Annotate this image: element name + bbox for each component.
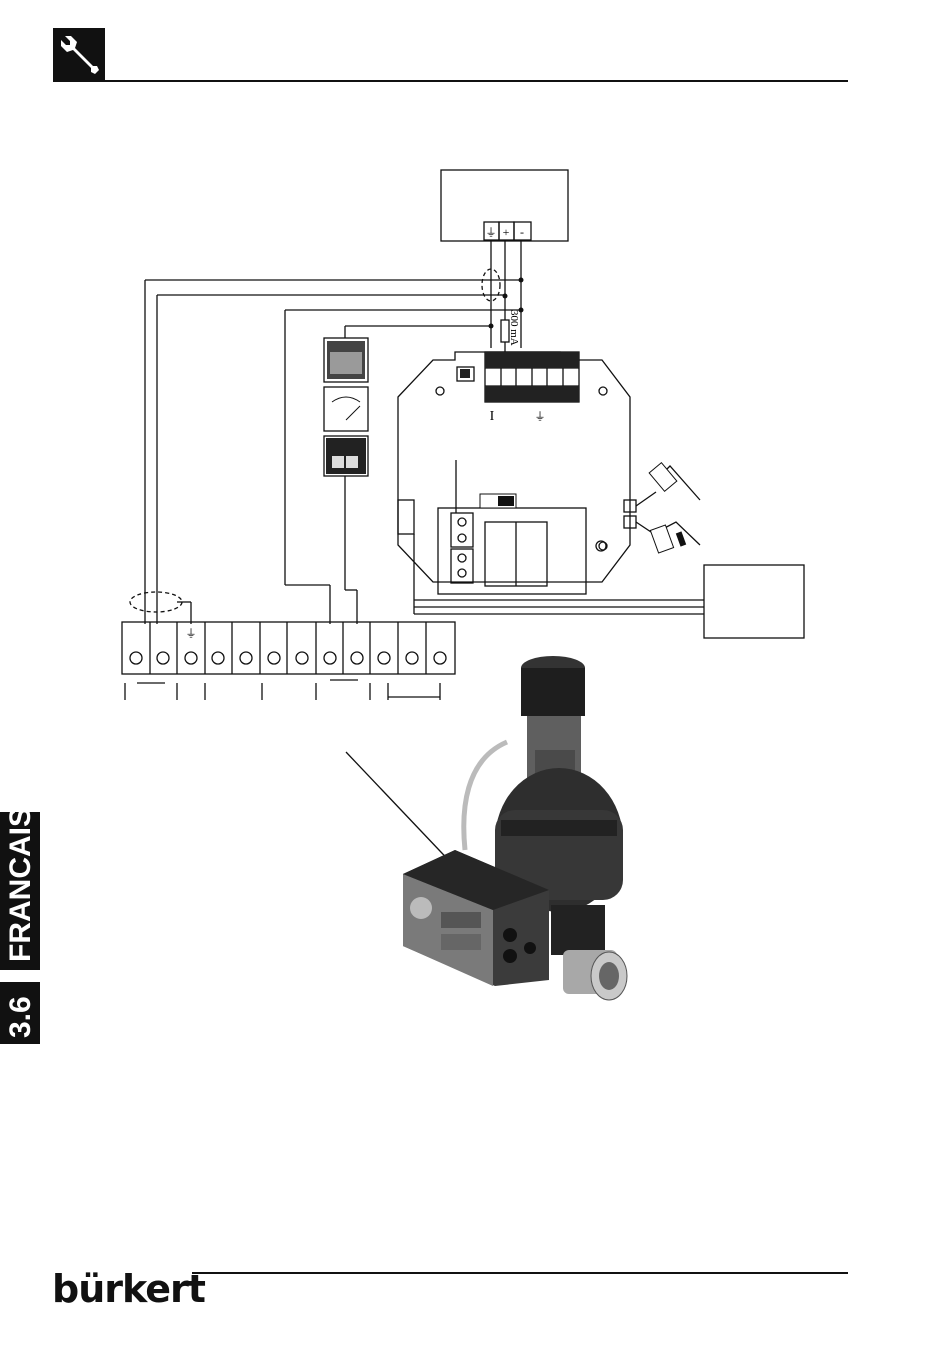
strip-ground-symbol: ⏚ (186, 627, 197, 640)
supply-ground-symbol: ⏚ (486, 226, 497, 239)
product-photo (395, 650, 635, 1030)
footer-rule (192, 1272, 848, 1274)
fuse-label: 300 mA (508, 310, 520, 346)
supply-minus-label: - (520, 225, 524, 239)
current-mark: I (490, 409, 495, 424)
ground-mark: ⏚ (535, 410, 546, 423)
supply-plus-label: + (503, 225, 510, 239)
burkert-logo: bürkert (52, 1270, 205, 1308)
relay-board (438, 508, 586, 594)
analog-meter (324, 387, 368, 431)
external-device-box (704, 565, 804, 638)
